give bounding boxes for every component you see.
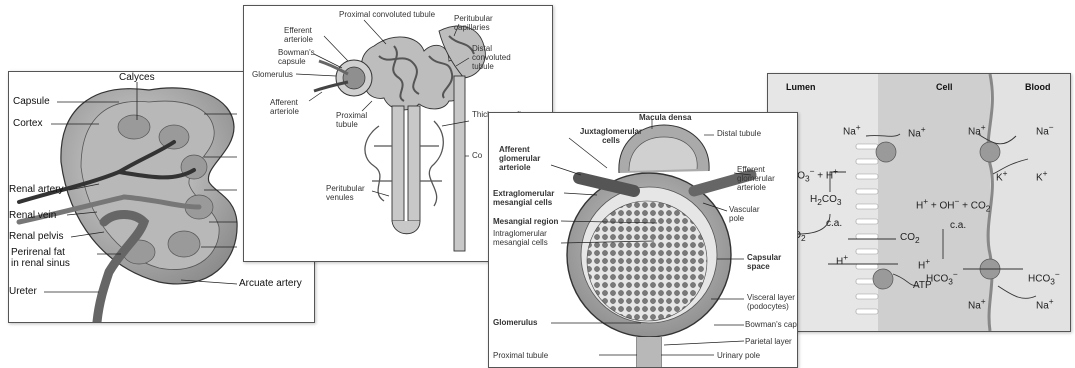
label-distal-tubule: Distal tubule	[717, 129, 761, 138]
label-capsule: Capsule	[13, 96, 50, 107]
ion-h-lumen: H+	[836, 252, 848, 267]
label-collecting-duct: Co	[472, 151, 482, 160]
label-carbonic-anhydrase-lumen: c.a.	[826, 218, 842, 229]
molecule-co2-cell: CO2	[900, 232, 920, 245]
header-cell: Cell	[936, 82, 953, 92]
label-juxtaglomerular-cells: Juxtaglomerular cells	[571, 127, 651, 145]
label-arcuate-artery: Arcuate artery	[239, 278, 302, 289]
molecule-h2co3: H2CO3	[810, 194, 842, 207]
label-urinary-pole: Urinary pole	[717, 351, 760, 360]
label-visceral-layer: Visceral layer (podocytes)	[747, 293, 797, 311]
ion-k-cell: K+	[996, 168, 1008, 183]
label-proximal-tubule: Proximal tubule	[336, 111, 381, 129]
ion-na-cell-basal: Na+	[968, 122, 986, 137]
label-bowmans-capsule: Bowman's capsule	[278, 48, 326, 66]
ion-na-basal-blood: Na+	[1036, 296, 1054, 311]
label-ureter: Ureter	[9, 286, 37, 297]
label-atp: ATP	[913, 280, 932, 291]
label-peritubular-venules: Peritubular venules	[326, 184, 376, 202]
label-afferent-arteriole: Afferent arteriole	[270, 98, 320, 116]
label-intraglomerular-mesangial: Intraglomerular mesangial cells	[493, 229, 563, 247]
label-capsular-space: Capsular space	[747, 253, 793, 271]
corpuscle-diagram-card: Macula densa Juxtaglomerular cells Dista…	[488, 112, 798, 368]
label-mesangial-region: Mesangial region	[493, 217, 558, 226]
ion-na-cell: Na+	[908, 124, 926, 139]
label-macula-densa: Macula densa	[639, 113, 691, 122]
transport-diagram-card: Lumen Cell Blood Na+ Na+ Na+ Na− K+ K+ C…	[767, 73, 1071, 332]
label-glomerulus: Glomerulus	[493, 318, 537, 327]
ion-k-blood: K+	[1036, 168, 1048, 183]
label-proximal-tubule: Proximal tubule	[493, 351, 548, 360]
ion-hco3-blood: HCO3−	[1028, 269, 1060, 286]
label-vascular-pole: Vascular pole	[729, 205, 769, 223]
label-carbonic-anhydrase-cell: c.a.	[950, 220, 966, 231]
header-blood: Blood	[1025, 82, 1051, 92]
molecule-oh-co2: H+ + OH− + CO2	[916, 196, 990, 213]
label-extraglomerular-mesangial: Extraglomerular mesangial cells	[493, 189, 563, 207]
label-bowmans-capsule: Bowman's capsule	[745, 320, 798, 329]
ion-na-blood: Na−	[1036, 122, 1054, 137]
label-distal-convoluted-tubule: Distal convoluted tubule	[472, 44, 522, 71]
label-efferent-arteriole: Efferent arteriole	[284, 26, 334, 44]
label-renal-sinus: in renal sinus	[11, 258, 70, 269]
ion-na-basal-cell: Na+	[968, 296, 986, 311]
label-peritubular-capillaries: Peritubular capillaries	[454, 14, 514, 32]
label-efferent-glomerular-arteriole: Efferent glomerular arteriole	[737, 165, 795, 192]
label-glomerulus: Glomerulus	[252, 70, 293, 79]
label-cortex: Cortex	[13, 118, 42, 129]
header-lumen: Lumen	[786, 82, 816, 92]
label-parietal-layer: Parietal layer	[745, 337, 792, 346]
label-proximal-convoluted-tubule: Proximal convoluted tubule	[339, 10, 435, 19]
label-renal-artery: Renal artery	[9, 184, 63, 195]
label-calyces: Calyces	[119, 72, 155, 83]
label-afferent-glomerular-arteriole: Afferent glomerular arteriole	[499, 145, 557, 172]
label-perirenal-fat: Perirenal fat	[11, 247, 65, 258]
label-renal-vein: Renal vein	[9, 210, 56, 221]
ion-na-lumen: Na+	[843, 122, 861, 137]
label-renal-pelvis: Renal pelvis	[9, 231, 63, 242]
